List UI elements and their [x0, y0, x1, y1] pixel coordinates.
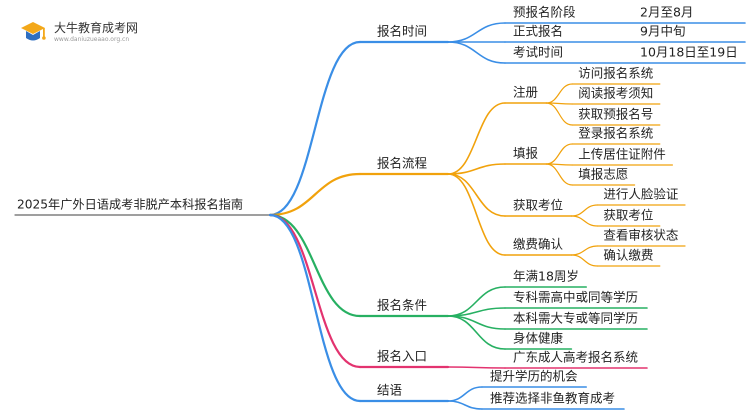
- branch-2-step-4-label: 缴费确认: [513, 237, 564, 252]
- branch-1-item-3-connector: [447, 41, 506, 64]
- branch-2-step-2-item-1-label: 登录报名系统: [578, 126, 653, 141]
- branch-2-step-3-label: 获取考位: [513, 198, 563, 213]
- branch-2-step-1-item-3-label: 获取预报名号: [578, 107, 653, 122]
- branch-5-connector: [268, 213, 362, 403]
- branch-3-item-4-label: 身体健康: [513, 331, 564, 346]
- graduation-book-icon: [21, 22, 46, 41]
- branch-2-step-2-connector: [447, 163, 506, 175]
- branch-2-step-4-item-2-connector: [570, 254, 598, 267]
- branch-1-item-3-label: 考试时间: [513, 45, 563, 60]
- branch-4-connector: [268, 213, 362, 369]
- branch-1-item-2-label: 正式报名: [513, 24, 563, 39]
- branch-2-step-3-connector: [447, 173, 506, 217]
- branch-3-item-1-label: 年满18周岁: [513, 269, 579, 284]
- branch-2-step-2-item-3-label: 填报志愿: [578, 167, 628, 182]
- branch-2-step-1-item-1-connector: [545, 83, 573, 104]
- branch-3-label: 报名条件: [377, 298, 427, 313]
- branch-2-step-1-connector: [447, 102, 506, 175]
- branch-2-connector: [268, 172, 362, 217]
- branch-2-step-4-item-1-label: 查看审核状态: [603, 228, 678, 243]
- branch-1-item-1-connector: [447, 22, 506, 43]
- branch-2-step-2-item-3-connector: [545, 163, 573, 186]
- site-logo: 大牛教育成考网 www.daniuzueaao.org.cn: [18, 17, 168, 49]
- site-url: www.daniuzueaao.org.cn: [54, 36, 130, 43]
- branch-2-step-4-item-2-label: 确认缴费: [603, 248, 653, 263]
- branch-2-step-2-item-2-label: 上传居住证附件: [578, 147, 666, 162]
- branch-1-label: 报名时间: [377, 24, 427, 39]
- branch-2-step-2-item-1-connector: [545, 143, 573, 165]
- branch-3-connector: [268, 213, 362, 318]
- branch-2-step-4-item-1-connector: [570, 245, 598, 256]
- branch-2-step-1-item-3-connector: [545, 102, 573, 126]
- branch-5-item-1-label: 提升学历的机会: [490, 369, 578, 384]
- branch-2-step-3-item-2-connector: [570, 215, 598, 227]
- branch-4-item-1-connector: [447, 366, 506, 369]
- branch-4-item-1-label: 广东成人高考报名系统: [513, 350, 638, 365]
- branch-2-step-4-connector: [447, 173, 506, 256]
- branch-2-label: 报名流程: [377, 156, 428, 171]
- branch-5-item-2-label: 推荐选择非鱼教育成考: [490, 391, 615, 406]
- branch-5-item-1-connector: [447, 386, 483, 402]
- branch-1-connector: [268, 40, 362, 217]
- branch-3-item-2-label: 专科需高中或同等学历: [513, 290, 638, 305]
- site-name: 大牛教育成考网: [54, 21, 139, 35]
- branch-2-step-1-item-1-label: 访问报名系统: [578, 66, 653, 81]
- root-topic: 2025年广外日语成考非脱产本科报名指南: [17, 197, 243, 212]
- branch-2-step-1-item-2-label: 阅读报考须知: [578, 86, 653, 101]
- branch-5-label: 结语: [377, 383, 402, 398]
- branch-2-step-3-item-2-label: 获取考位: [603, 208, 653, 223]
- branch-1-item-2-value: 9月中旬: [640, 24, 685, 39]
- branch-2-step-1-label: 注册: [513, 85, 538, 100]
- branch-1-item-3-value: 10月18日至19日: [640, 45, 738, 60]
- branch-4-label: 报名入口: [377, 349, 427, 364]
- branch-3-item-4-connector: [447, 315, 506, 350]
- branch-2-step-3-item-1-connector: [570, 204, 598, 217]
- branch-2-step-2-label: 填报: [513, 146, 539, 161]
- branch-1-item-1-label: 预报名阶段: [513, 5, 576, 20]
- branch-2-step-3-item-1-label: 进行人脸验证: [603, 187, 679, 202]
- branch-1-item-1-value: 2月至8月: [640, 5, 693, 20]
- branch-5-item-2-connector: [447, 400, 483, 410]
- branch-3-item-3-label: 本科需大专或等同学历: [513, 311, 638, 326]
